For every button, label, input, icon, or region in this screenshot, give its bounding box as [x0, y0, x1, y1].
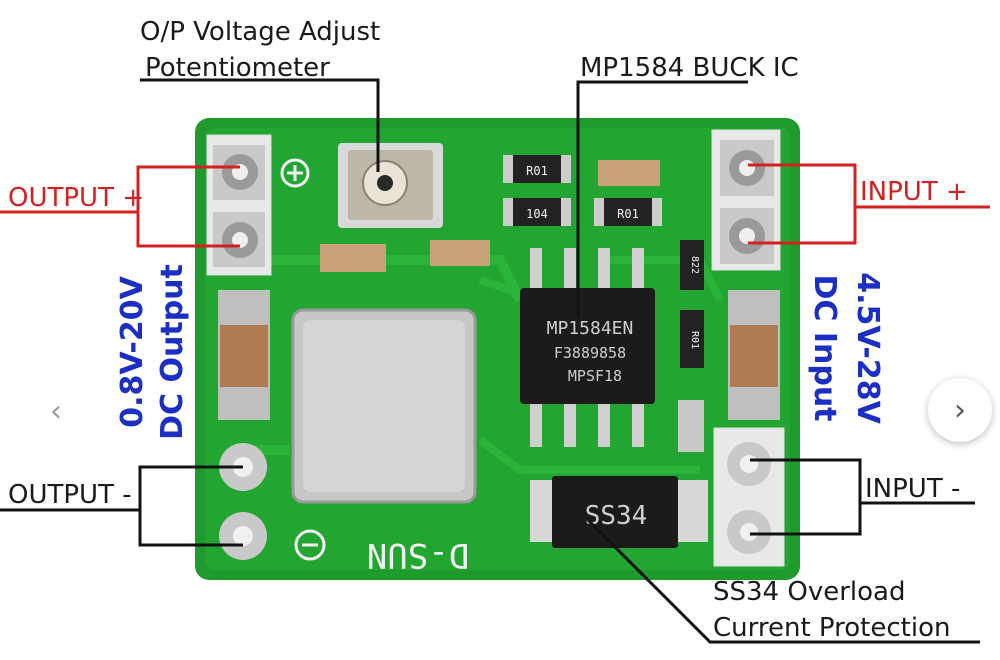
smd-resistor-1: R01 [503, 155, 571, 183]
input-range-line2: DC Input [807, 274, 842, 421]
brand-text: D-SUN [367, 535, 469, 575]
pot-label-line2: Potentiometer [145, 53, 330, 83]
output-minus-callout [0, 465, 243, 547]
smd-resistor-3: R01 [594, 198, 662, 226]
diode-label-line2: Current Protection [713, 613, 950, 643]
next-image-button[interactable]: › [928, 378, 992, 442]
input-minus-pads [713, 427, 785, 567]
inductor [291, 308, 477, 504]
mp1584-ic: MP1584EN F3889858 MPSF18 [520, 248, 655, 447]
smd-resistor-5: R01 [680, 310, 704, 368]
smd-capacitors [320, 160, 704, 452]
ic-marking-line1: MP1584EN [547, 318, 634, 339]
ss34-diode: SS34 [530, 476, 708, 548]
silkscreen-plus-symbol [280, 158, 310, 188]
diode-label-line1: SS34 Overload [713, 577, 905, 607]
chevron-left-icon: ‹ [50, 393, 62, 429]
smd-resistor-2: 104 [503, 198, 571, 226]
output-range-line1: 0.8V-20V [115, 275, 150, 427]
ic-label: MP1584 BUCK IC [580, 53, 799, 83]
input-plus-label: INPUT + [860, 177, 968, 207]
input-plus-pads [711, 129, 781, 271]
output-minus-pads [219, 443, 267, 560]
resistor-code: R01 [526, 164, 548, 178]
input-plus-callout [748, 163, 990, 245]
input-minus-callout [750, 458, 975, 536]
ic-marking-line3: MPSF18 [568, 367, 622, 385]
input-range-line1: 4.5V-28V [850, 272, 885, 424]
prev-image-button[interactable]: ‹ [30, 385, 82, 437]
output-capacitor [218, 290, 270, 420]
pot-callout-line [140, 78, 380, 172]
output-plus-callout [0, 165, 240, 248]
output-plus-label: OUTPUT + [8, 183, 144, 213]
output-plus-pads [206, 134, 272, 276]
pot-label-line1: O/P Voltage Adjust [140, 17, 380, 47]
input-minus-label: INPUT - [865, 474, 960, 504]
resistor-code: R01 [689, 331, 700, 349]
resistor-code: 822 [689, 256, 700, 274]
pcb-board [195, 118, 800, 580]
output-minus-label: OUTPUT - [8, 480, 132, 510]
potentiometer [338, 143, 443, 228]
ic-marking-line2: F3889858 [554, 344, 626, 362]
resistor-code: 104 [526, 207, 548, 221]
input-capacitor [728, 290, 780, 420]
smd-resistor-4: 822 [680, 240, 704, 290]
chevron-right-icon: › [954, 392, 966, 428]
silkscreen-brand: D-SUN [294, 529, 469, 575]
diode-callout-line [586, 518, 980, 644]
resistor-code: R01 [617, 207, 639, 221]
output-range-line2: DC Output [155, 264, 190, 440]
ic-callout-line [576, 80, 748, 318]
